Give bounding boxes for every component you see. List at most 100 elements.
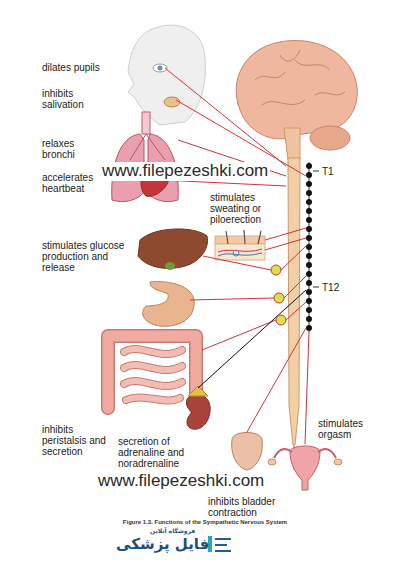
label-holder: stimulates orgasm bbox=[318, 418, 378, 440]
label-holder: stimulates glucose production and releas… bbox=[42, 240, 134, 273]
kidney bbox=[186, 394, 210, 429]
eye bbox=[153, 64, 167, 72]
colon bbox=[108, 336, 196, 408]
chain-ganglion bbox=[306, 289, 312, 295]
label-holder: www.filepezeshki.com bbox=[100, 162, 270, 181]
chain-ganglion bbox=[306, 262, 312, 268]
gallbladder bbox=[165, 262, 175, 270]
preganglionic-fibre bbox=[198, 290, 306, 388]
ovary bbox=[334, 459, 342, 465]
label-holder: inhibits peristalsis and secretion bbox=[42, 424, 114, 457]
function-label: inhibits bladder contraction bbox=[208, 496, 290, 518]
label-holder: inhibits bladder contraction bbox=[208, 496, 290, 518]
chain-ganglion bbox=[306, 208, 312, 214]
stomach bbox=[143, 282, 195, 327]
chain-ganglion bbox=[306, 271, 312, 277]
salivary-gland bbox=[164, 97, 180, 107]
function-label: inhibits peristalsis and secretion bbox=[42, 424, 114, 457]
chain-ganglion bbox=[306, 199, 312, 205]
nerve-fibre bbox=[305, 332, 309, 444]
label-holder: فایل پزشکی bbox=[116, 536, 209, 553]
nerve-fibre bbox=[202, 320, 276, 350]
label-holder: فروشگاه آنلاین bbox=[150, 528, 195, 535]
label-holder: T1 bbox=[322, 166, 334, 177]
brainstem bbox=[284, 128, 300, 160]
label-holder: www.filepezeshki.com bbox=[96, 472, 266, 491]
figure-caption: Figure 1.3. Functions of the Sympathetic… bbox=[95, 519, 315, 526]
brain-gyri bbox=[255, 50, 345, 105]
label-holder: stimulates sweating or piloerection bbox=[210, 192, 282, 225]
chain-ganglia bbox=[306, 163, 312, 331]
bladder bbox=[232, 433, 263, 471]
trachea bbox=[142, 112, 150, 134]
brain bbox=[236, 41, 357, 139]
skin-epidermis bbox=[215, 236, 265, 244]
nerve-fibre bbox=[203, 256, 271, 270]
fallopian-tube bbox=[274, 449, 336, 458]
chain-ganglion bbox=[306, 172, 312, 178]
chain-ganglion bbox=[306, 280, 312, 286]
chain-ganglion bbox=[306, 325, 312, 331]
chain-ganglion bbox=[306, 217, 312, 223]
logo-text: فایل پزشکی bbox=[116, 536, 209, 553]
function-label: secretion of adrenaline and noradrenalin… bbox=[118, 436, 206, 469]
label-holder: inhibits salivation bbox=[42, 88, 104, 110]
label-holder: T12 bbox=[322, 282, 339, 293]
nerve-fibre bbox=[286, 302, 306, 320]
ovary bbox=[268, 459, 276, 465]
watermark: www.filepezeshki.com bbox=[96, 472, 266, 491]
chain-ganglion bbox=[306, 190, 312, 196]
nerve-fibre bbox=[284, 276, 306, 298]
logo-text: فروشگاه آنلاین bbox=[150, 528, 195, 535]
logo-icon bbox=[215, 539, 231, 551]
ganglion bbox=[276, 315, 286, 325]
function-label: relaxes bronchi bbox=[42, 138, 104, 160]
nerve-fibre bbox=[265, 238, 306, 250]
chain-ganglion bbox=[306, 226, 312, 232]
caption-holder: Figure 1.3. Functions of the Sympathetic… bbox=[95, 519, 315, 526]
chain-ganglion bbox=[306, 298, 312, 304]
chain-ganglion bbox=[306, 235, 312, 241]
pupil bbox=[158, 66, 163, 71]
hair bbox=[226, 230, 261, 244]
uterus bbox=[290, 446, 320, 490]
chain-ganglion bbox=[306, 163, 312, 169]
liver bbox=[138, 229, 208, 268]
skin-vessel bbox=[218, 253, 262, 256]
nerve-fibre bbox=[190, 298, 274, 300]
spinal-level: T12 bbox=[322, 282, 339, 293]
skin-dermis bbox=[215, 244, 265, 260]
function-label: inhibits salivation bbox=[42, 88, 104, 110]
ganglion bbox=[271, 265, 281, 275]
label-holder: relaxes bronchi bbox=[42, 138, 104, 160]
nerve-fibre bbox=[162, 180, 286, 186]
function-label: stimulates orgasm bbox=[318, 418, 378, 440]
nerve-fibre bbox=[247, 328, 306, 432]
function-label: stimulates sweating or piloerection bbox=[210, 192, 282, 225]
nerve-fibres bbox=[162, 68, 309, 444]
chain-ganglion bbox=[306, 181, 312, 187]
function-label: dilates pupils bbox=[42, 62, 122, 73]
label-holder: secretion of adrenaline and noradrenalin… bbox=[118, 436, 206, 469]
function-label: accelerates heartbeat bbox=[42, 172, 102, 194]
label-holder: dilates pupils bbox=[42, 62, 122, 73]
watermark: www.filepezeshki.com bbox=[100, 162, 270, 181]
skin-vessel bbox=[218, 249, 262, 252]
level-tick bbox=[313, 171, 319, 287]
bronchi bbox=[130, 134, 165, 160]
small-intestine bbox=[124, 349, 182, 400]
chain-ganglion bbox=[306, 316, 312, 322]
nerve-fibre bbox=[281, 246, 306, 270]
cerebellum bbox=[310, 126, 350, 150]
nerve-fibre bbox=[165, 68, 286, 166]
colon-outline bbox=[108, 336, 196, 408]
small-intestine-outline bbox=[124, 349, 182, 400]
sweat-gland bbox=[233, 250, 239, 256]
nerve-fibre bbox=[265, 228, 306, 240]
label-holder: accelerates heartbeat bbox=[42, 172, 102, 194]
chain-ganglion bbox=[306, 253, 312, 259]
spinal-level: T1 bbox=[322, 166, 334, 177]
chain-ganglion bbox=[306, 244, 312, 250]
ganglion bbox=[274, 293, 284, 303]
